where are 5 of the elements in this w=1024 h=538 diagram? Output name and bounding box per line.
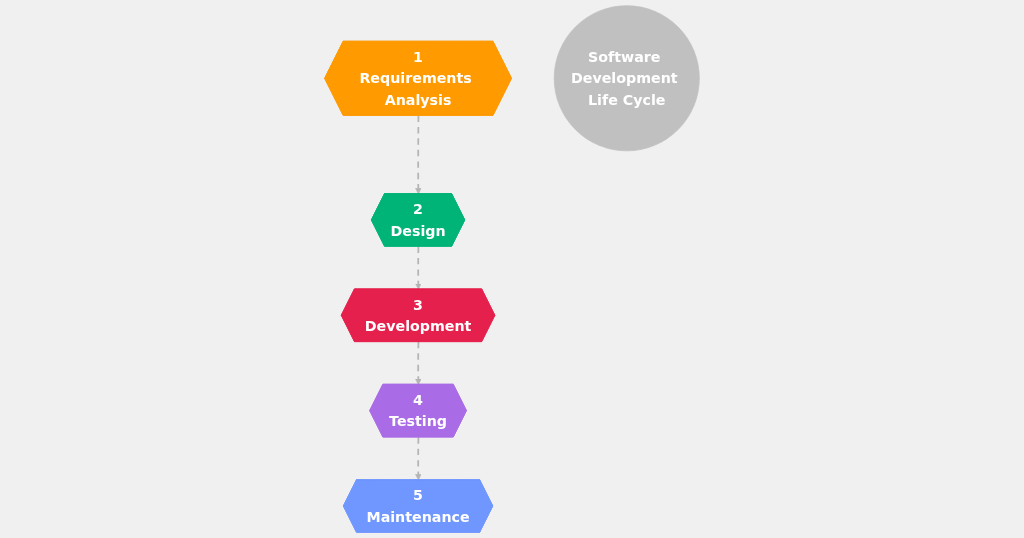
arrow — [415, 341, 422, 385]
arrow — [415, 114, 422, 195]
node-circle: Software Development Life Cycle — [553, 5, 700, 152]
arrow — [415, 436, 422, 481]
arrow — [415, 245, 422, 290]
